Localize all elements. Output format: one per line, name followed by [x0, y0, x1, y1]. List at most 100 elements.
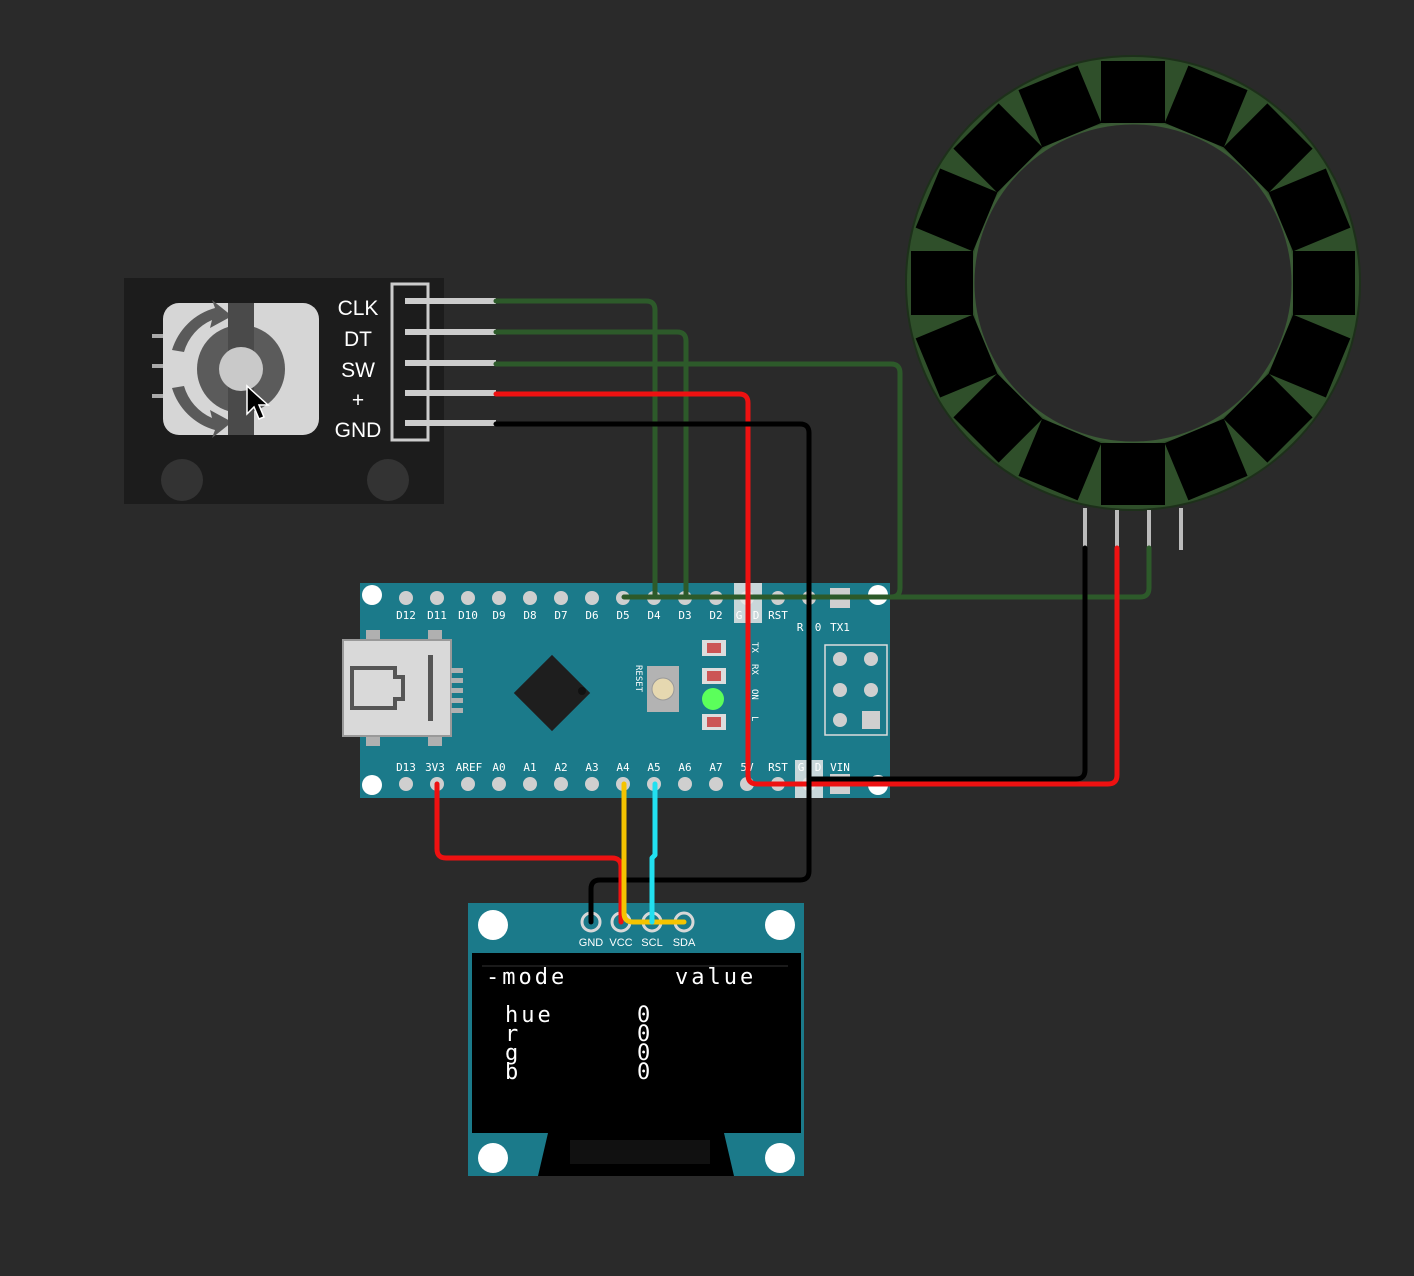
nano-top-pin-label: D12: [396, 609, 416, 622]
ring-pixels: [911, 61, 1355, 505]
svg-text:L: L: [749, 716, 759, 721]
nano-bottom-pin[interactable]: [585, 777, 599, 791]
ring-pixel: [911, 251, 973, 315]
wire-sw[interactable]: [493, 361, 903, 600]
nano-bottom-pin[interactable]: [554, 777, 568, 791]
nano-top-pin-label: D10: [458, 609, 478, 622]
ring-pixel: [1164, 418, 1248, 501]
oled-row-name: g: [505, 1041, 521, 1066]
oled-screen: [472, 953, 801, 1133]
nano-bottom-pin-label: A4: [616, 761, 630, 774]
nano-top-pin-label: D2: [709, 609, 722, 622]
encoder-pin-label: GND: [335, 419, 382, 442]
nano-bottom-pin-label: A1: [523, 761, 536, 774]
nano-top-pin-label: G: [736, 609, 743, 622]
nano-bottom-pin-label: G: [798, 761, 805, 774]
icsp-header: [824, 644, 888, 736]
nano-top-pin[interactable]: [430, 591, 444, 605]
nano-top-pin[interactable]: [523, 591, 537, 605]
nano-bottom-pin-label: A0: [492, 761, 505, 774]
encoder-pin-label: CLK: [338, 297, 379, 320]
ring-pixel: [1018, 65, 1102, 148]
ring-pixel: [1164, 65, 1248, 148]
wires: [434, 298, 1152, 925]
wire-clk[interactable]: [493, 298, 658, 600]
nano-top-pin-label: D3: [678, 609, 691, 622]
oled-row-value: 0: [637, 1022, 653, 1047]
nano-top-pin-label: D5: [616, 609, 629, 622]
reset-label: RESET: [633, 665, 643, 693]
nano-bottom-pin-label: A3: [585, 761, 598, 774]
rotate-arrow-icon: [172, 386, 232, 438]
oled-row-value: 0: [637, 1003, 653, 1028]
nano-bottom-pin-label: A5: [647, 761, 660, 774]
encoder-mount-hole-left: [161, 459, 203, 501]
ring-hole: [971, 121, 1295, 445]
oled-row-name: hue: [505, 1003, 554, 1028]
nano-bottom-pin[interactable]: [523, 777, 537, 791]
nano-bottom-pin-label: RST: [768, 761, 788, 774]
nano-bottom-pin-label: AREF: [456, 761, 483, 774]
led-labels: TX RX ON L: [749, 642, 759, 721]
nano-top-pin-label: 0: [815, 621, 822, 634]
ring-pixel: [953, 103, 1043, 193]
wire-ring-gnd[interactable]: [806, 545, 1088, 782]
encoder-pin-label: SW: [341, 359, 375, 382]
nano-bottom-pin[interactable]: [492, 777, 506, 791]
arrow-cursor-icon: [246, 384, 270, 420]
nano-top-pin[interactable]: [585, 591, 599, 605]
wire-sda[interactable]: [621, 781, 687, 925]
power-led: [702, 688, 724, 710]
nano-bottom-pin-label: A2: [554, 761, 567, 774]
nano-top-pin[interactable]: [554, 591, 568, 605]
nano-top-pin[interactable]: [399, 591, 413, 605]
wire-ring-data[interactable]: [877, 545, 1152, 600]
ring-pixel: [1268, 314, 1351, 398]
nano-bottom-pin-label: D: [815, 761, 822, 774]
nano-bottom-pin-label: 3V3: [425, 761, 445, 774]
nano-bottom-pin-label: A7: [709, 761, 722, 774]
neopixel-ring[interactable]: [905, 55, 1361, 550]
nano-bottom-pin-label: A6: [678, 761, 691, 774]
nano-top-pin-label: TX1: [830, 621, 850, 634]
nano-top-pin-label: D7: [554, 609, 567, 622]
ring-leads: [1083, 508, 1183, 550]
oled-row-value: 0: [637, 1060, 653, 1085]
ring-pixel: [1223, 373, 1313, 463]
wire-3v3[interactable]: [434, 781, 624, 925]
wire-scl[interactable]: [649, 781, 658, 925]
wire-gnd[interactable]: [493, 421, 812, 925]
nano-top-pin[interactable]: [461, 591, 475, 605]
ring-pixel: [953, 373, 1043, 463]
ring-pixel: [915, 168, 998, 252]
ring-pixel: [1101, 443, 1165, 505]
oled-row-name: r: [505, 1022, 521, 1047]
nano-bottom-pin-label: VIN: [830, 761, 850, 774]
ring-pixel: [1223, 103, 1313, 193]
ring-pixel: [1268, 168, 1351, 252]
nano-bottom-pin[interactable]: [678, 777, 692, 791]
wire-dt[interactable]: [493, 329, 689, 600]
reset-button[interactable]: [647, 666, 679, 712]
oled-header-mode: -mode: [486, 965, 567, 990]
nano-top-pin-label: R: [797, 621, 804, 634]
oled-pin-label: GND: [579, 937, 604, 949]
nano-top-pin-label: D4: [647, 609, 661, 622]
nano-bottom-pin[interactable]: [399, 777, 413, 791]
usb-connector-icon: [342, 630, 463, 746]
wire-5v[interactable]: [493, 391, 1120, 787]
oled-row-name: b: [505, 1060, 521, 1085]
encoder-pin-label: +: [352, 389, 364, 412]
nano-bottom-pin[interactable]: [461, 777, 475, 791]
ring-pixel: [1293, 251, 1355, 315]
nano-top-pin[interactable]: [492, 591, 506, 605]
oled-header-value: value: [675, 965, 756, 990]
ring-pixel: [915, 314, 998, 398]
nano-bottom-pin[interactable]: [709, 777, 723, 791]
